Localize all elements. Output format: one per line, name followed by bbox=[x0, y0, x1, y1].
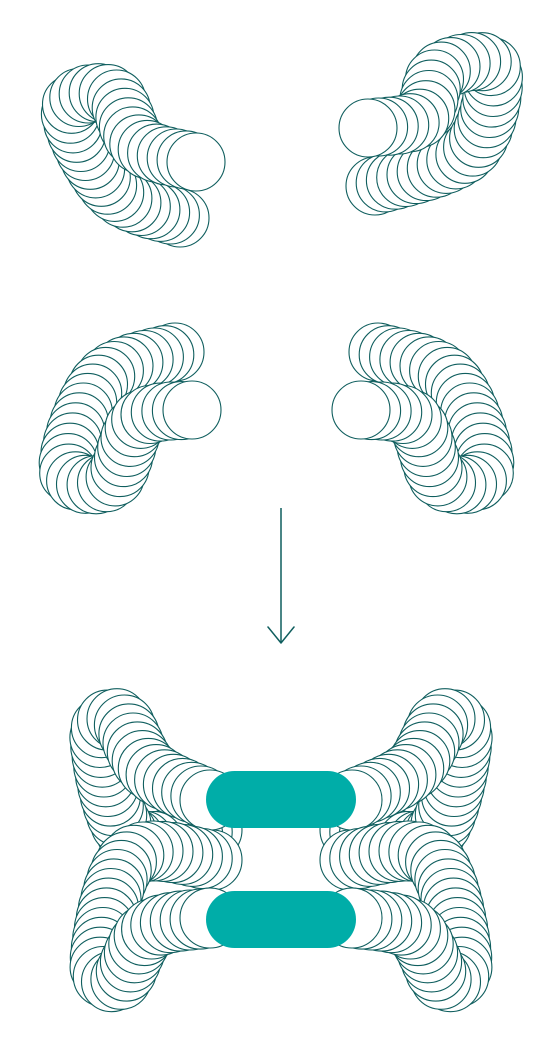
coil-middle-right bbox=[332, 323, 514, 514]
coil-ring bbox=[339, 99, 397, 157]
coil-middle-left bbox=[39, 323, 221, 514]
connector-bar-lower bbox=[206, 891, 356, 948]
arrow-down-icon bbox=[268, 508, 294, 643]
coil-ring bbox=[163, 381, 221, 439]
coil-top-left bbox=[41, 64, 225, 247]
coil-ring bbox=[167, 133, 225, 191]
connector-bar-upper bbox=[206, 771, 356, 828]
coil-top-right bbox=[339, 33, 522, 215]
coil-ring bbox=[332, 381, 390, 439]
